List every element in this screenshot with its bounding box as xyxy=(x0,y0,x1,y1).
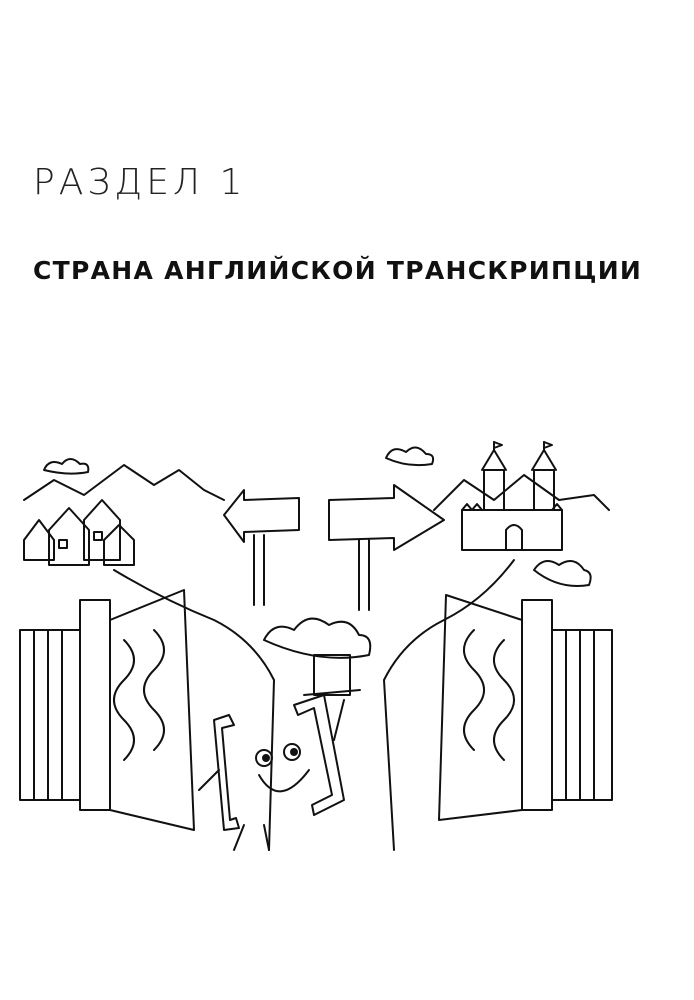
right-gate xyxy=(438,594,613,821)
cloud-icon xyxy=(43,446,435,475)
right-arrow-sign xyxy=(328,484,445,611)
gate-castle-illustration xyxy=(14,440,614,860)
top-hat-icon xyxy=(303,654,361,696)
section-label: РАЗДЕЛ 1 xyxy=(33,162,247,203)
castle-icon xyxy=(461,441,563,551)
section-title: СТРАНА АНГЛИЙСКОЙ ТРАНСКРИПЦИИ xyxy=(33,256,643,285)
village-houses xyxy=(23,499,135,566)
bracket-character xyxy=(198,654,361,851)
left-gate xyxy=(19,589,195,831)
left-arrow-sign xyxy=(223,489,300,606)
